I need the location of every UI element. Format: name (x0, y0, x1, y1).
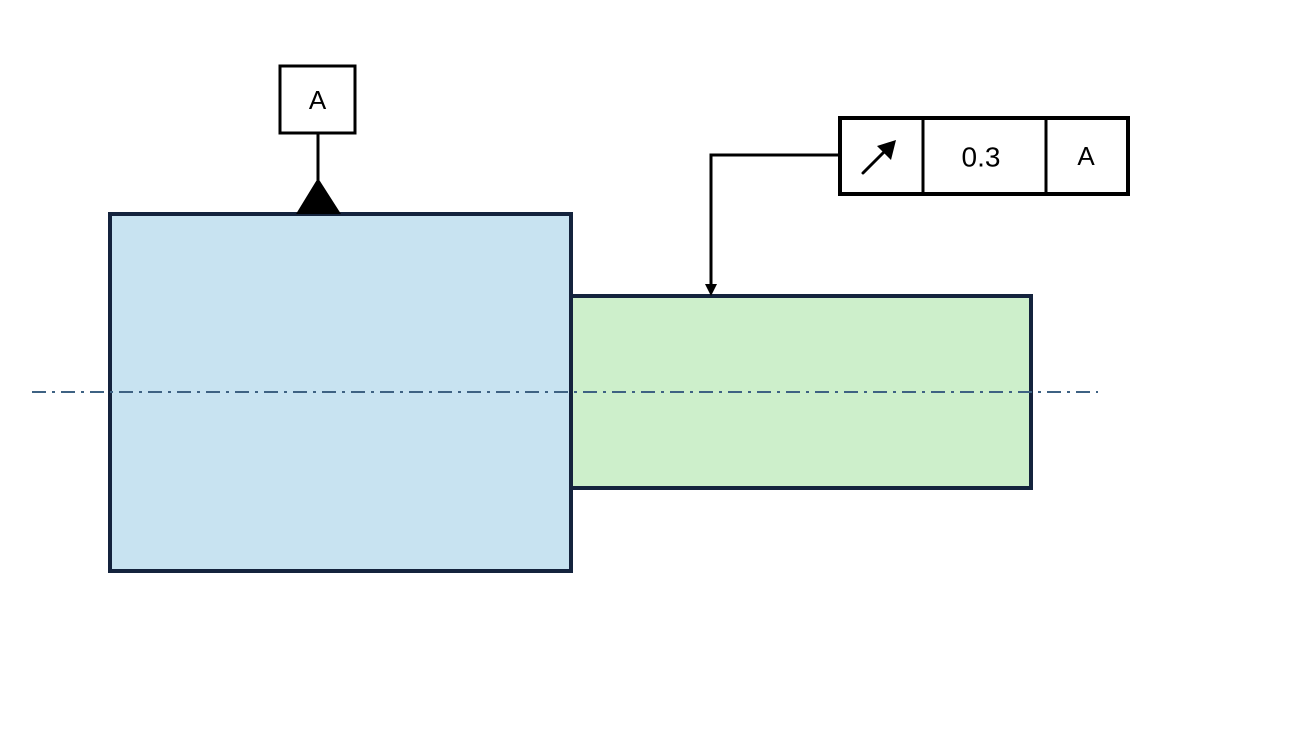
fcf-leader-arrowhead-icon (705, 284, 717, 296)
datum-feature-symbol: A (278, 64, 357, 214)
fcf-datum-reference: A (1077, 141, 1095, 171)
fcf-leader-line (709, 153, 840, 286)
datum-label-box (278, 64, 357, 135)
datum-label: A (309, 85, 327, 115)
datum-triangle-icon (296, 178, 341, 214)
circular-runout-arrow-icon (861, 140, 896, 175)
feature-control-frame: 0.3 A (838, 116, 1130, 196)
fcf-leader (705, 153, 840, 296)
fcf-tolerance-value: 0.3 (962, 142, 1001, 173)
